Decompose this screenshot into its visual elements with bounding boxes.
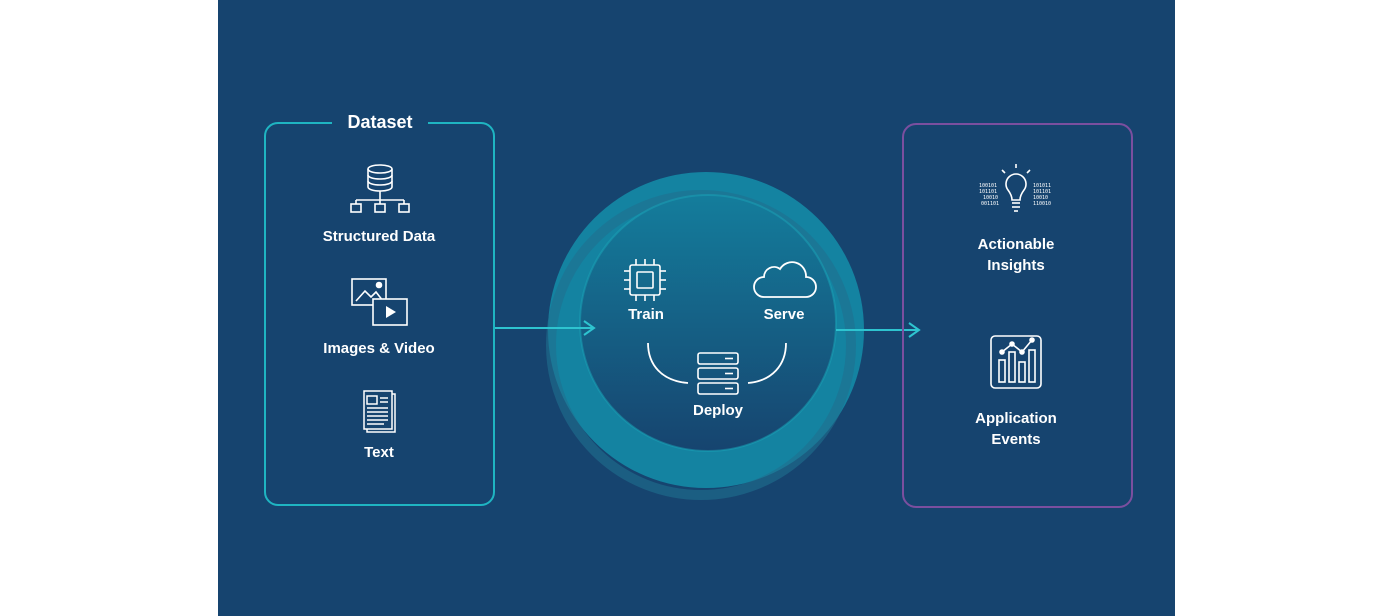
dataset-title: Dataset <box>332 110 428 134</box>
output-arrow <box>836 322 921 338</box>
application-events-line2: Events <box>991 431 1041 448</box>
cloud-icon <box>753 261 817 298</box>
application-events-line1: Application <box>975 410 1057 427</box>
application-events-label: Application Events <box>966 408 1066 450</box>
chip-icon <box>624 259 666 301</box>
actionable-insights-line1: Actionable <box>977 236 1055 253</box>
cycle-arcs <box>647 342 787 384</box>
structured-data-label: Structured Data <box>322 228 436 245</box>
document-icon <box>363 390 396 433</box>
svg-text:101101: 101101 <box>1033 189 1051 195</box>
images-video-icon <box>351 278 408 326</box>
database-icon <box>350 164 410 213</box>
analytics-chart-icon <box>990 335 1042 389</box>
svg-text:101011: 101011 <box>1033 183 1051 189</box>
svg-text:10010: 10010 <box>983 195 998 201</box>
svg-text:101101: 101101 <box>979 189 997 195</box>
svg-text:110010: 110010 <box>1033 201 1051 207</box>
input-arrow <box>495 320 596 336</box>
train-label: Train <box>628 306 664 323</box>
actionable-insights-line2: Insights <box>987 257 1045 274</box>
images-video-label: Images & Video <box>323 340 435 357</box>
outputs-box <box>902 123 1133 508</box>
text-label: Text <box>364 444 394 461</box>
svg-text:001101: 001101 <box>981 201 999 207</box>
server-icon <box>697 352 739 395</box>
svg-text:100101: 100101 <box>979 183 997 189</box>
serve-label: Serve <box>763 306 805 323</box>
actionable-insights-label: Actionable Insights <box>966 234 1066 276</box>
svg-text:10010: 10010 <box>1033 195 1048 201</box>
deploy-label: Deploy <box>692 402 743 419</box>
cycle-ring <box>546 172 864 500</box>
